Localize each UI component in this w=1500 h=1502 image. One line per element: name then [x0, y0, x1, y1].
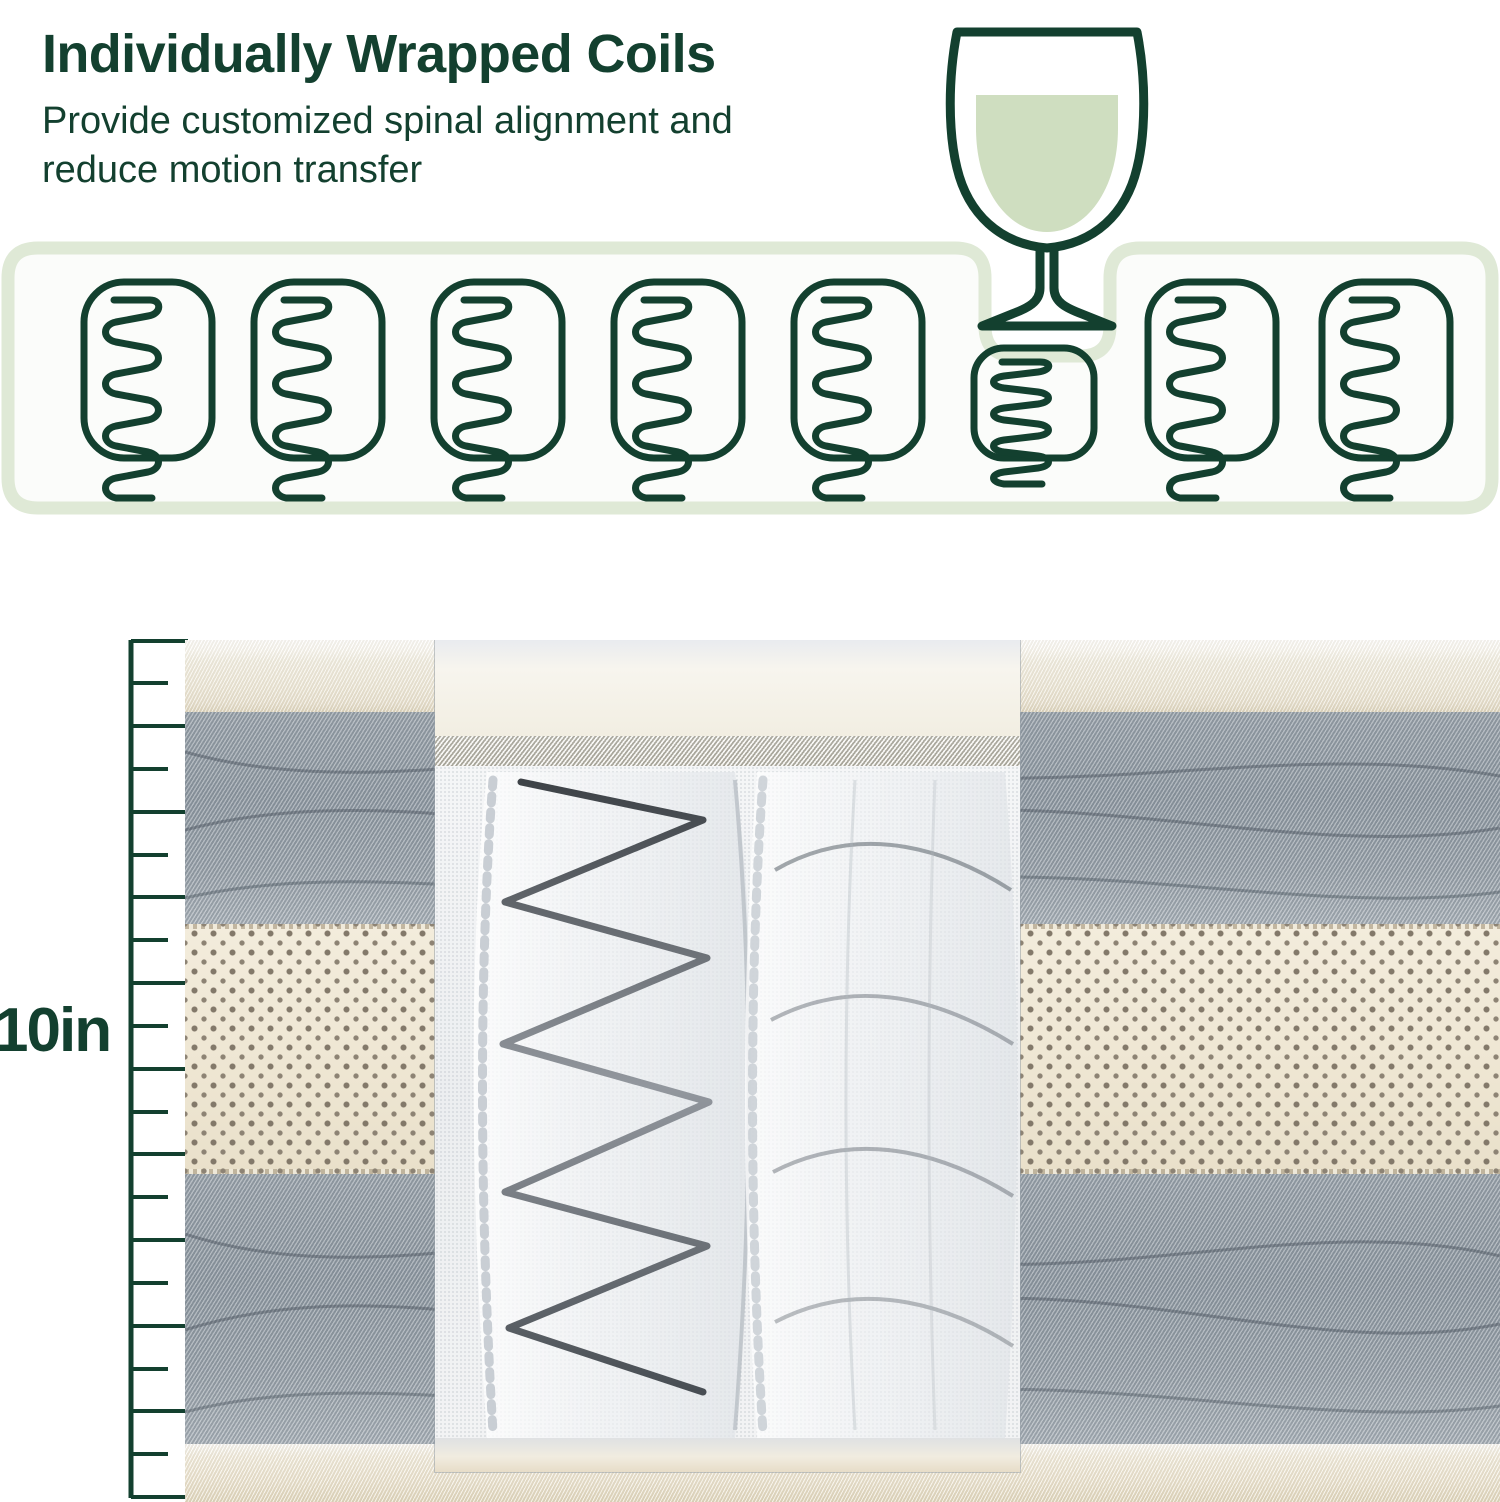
depth-label: 10in — [0, 996, 112, 1065]
closeup-base-strip — [435, 1438, 1020, 1472]
wine-glass-icon — [945, 27, 1149, 331]
mattress-section: 10in — [0, 600, 1500, 1502]
coil-spring-icon — [1318, 278, 1454, 498]
coil-spring-compressed-icon — [970, 344, 1098, 484]
ruler — [128, 638, 190, 1500]
header-block: Individually Wrapped Coils Provide custo… — [42, 24, 922, 194]
closeup-coil-graphics — [473, 772, 1017, 1438]
coil-spring-icon — [80, 278, 216, 498]
closeup-foam-top — [435, 640, 1020, 736]
page-subtitle: Provide customized spinal alignment and … — [42, 100, 733, 191]
pocket-coil-closeup-panel — [435, 640, 1020, 1472]
coil-spring-icon — [1144, 278, 1280, 498]
mattress-cross-section — [185, 640, 1500, 1502]
coil-spring-icon — [250, 278, 386, 498]
coil-row-band — [1, 241, 1499, 515]
page-title: Individually Wrapped Coils — [42, 24, 716, 84]
closeup-mesh-band — [435, 736, 1020, 766]
coil-spring-icon — [790, 278, 926, 498]
coil-spring-icon — [430, 278, 566, 498]
coil-spring-icon — [610, 278, 746, 498]
